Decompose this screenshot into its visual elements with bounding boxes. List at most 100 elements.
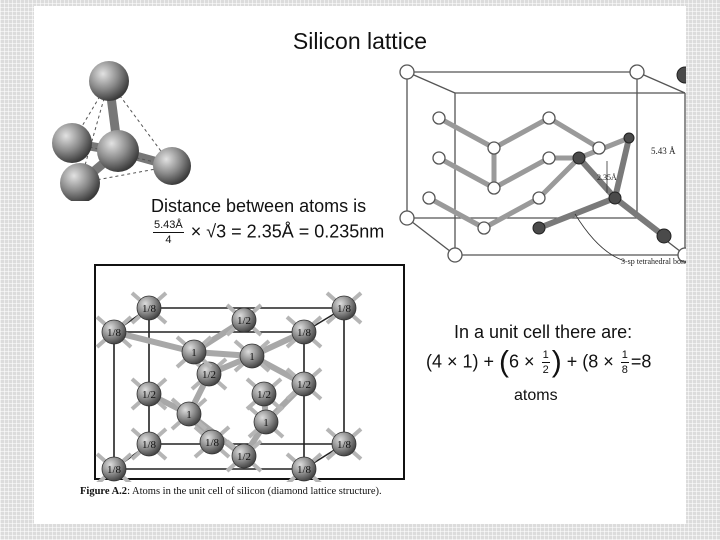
paren-open: ( xyxy=(499,345,510,379)
atom-fraction-label: 1/8 xyxy=(142,439,157,451)
lattice-atoms-dark xyxy=(532,66,686,244)
unit-cell-atom: 1/8 xyxy=(285,315,323,349)
atom-sphere xyxy=(181,339,207,365)
unit-cell-total: =8 xyxy=(630,351,652,372)
unit-cell-atom: 1 xyxy=(175,335,213,369)
face-fraction-num: 1 xyxy=(541,349,550,363)
figure-caption-text: : Atoms in the unit cell of silicon (dia… xyxy=(127,486,382,497)
distance-numerator: 5.43Å xyxy=(153,219,184,233)
atom-fraction-label: 1/8 xyxy=(107,464,122,476)
dimension-label: 5.43 Å xyxy=(651,146,676,156)
atom-sphere xyxy=(239,343,265,369)
atom-sphere xyxy=(199,429,225,455)
atom-left xyxy=(52,123,92,163)
distance-heading: Distance between atoms is xyxy=(151,196,367,216)
edge-fraction-den: 8 xyxy=(621,364,628,376)
paren-close: ) xyxy=(551,345,562,379)
atom-fraction-label: 1/2 xyxy=(202,369,216,381)
unit-cell-figure: 1/8 1/8 1/8 1/8 1/8 1/8 1/8 1/8 1/2 1/2 1/2 1/2 1/2 1… xyxy=(94,264,405,482)
atom-center xyxy=(97,130,139,172)
distance-result: × √3 = 2.35Å = 0.235nm xyxy=(190,221,385,242)
unit-cell-atom: 1/8 xyxy=(325,291,363,325)
lattice-bonds-dark xyxy=(536,135,667,239)
atom-fraction-label: 1/2 xyxy=(237,315,251,327)
atom-fraction-label: 1/8 xyxy=(142,303,157,315)
atom-fraction-label: 1/8 xyxy=(107,327,122,339)
face-term: 6 × xyxy=(509,351,540,372)
atom-sphere xyxy=(136,381,162,407)
atom-sphere xyxy=(253,409,279,435)
atom-sphere xyxy=(176,401,202,427)
unit-cell-atom: 1/2 xyxy=(130,377,168,411)
bond-callout-arrow xyxy=(574,213,626,262)
unit-cell-atom: 1/2 xyxy=(285,367,323,401)
slide-title: Silicon lattice xyxy=(292,28,428,54)
unit-cell-atom: 1/8 xyxy=(325,427,363,461)
atom-sphere xyxy=(331,431,357,457)
unit-cell-atom: 1/8 xyxy=(95,452,133,482)
unit-cell-atom: 1/2 xyxy=(225,303,263,337)
diamond-lattice-figure: 5.43 Å 2.35Å 3-sp tetrahedral bond xyxy=(399,64,686,266)
lattice-atoms-open xyxy=(399,64,686,263)
atom-sphere xyxy=(251,381,277,407)
atom-sphere xyxy=(101,319,127,345)
atom-fraction-label: 1 xyxy=(191,347,197,359)
atom-bottom xyxy=(60,163,100,201)
atom-sphere xyxy=(331,295,357,321)
atom-right xyxy=(153,147,191,185)
slide: Silicon lattice Distance xyxy=(34,6,686,524)
figure-caption-number: Figure A.2 xyxy=(80,486,128,497)
unit-cell-atoms: 1/8 1/8 1/8 1/8 1/8 1/8 1/8 1/8 1/2 1/2 1/2 1/2 1/2 1… xyxy=(95,291,363,482)
distance-denominator: 4 xyxy=(165,234,172,246)
face-fraction-den: 2 xyxy=(542,364,549,376)
atom-fraction-label: 1 xyxy=(263,417,269,429)
unit-cell-atom: 1/8 xyxy=(95,315,133,349)
unit-cell-atom: 1/2 xyxy=(225,439,263,473)
atom-fraction-label: 1 xyxy=(186,409,192,421)
unit-cell-atom: 1 xyxy=(233,339,271,373)
edge-fraction-num: 1 xyxy=(620,349,629,363)
atom-top xyxy=(89,61,129,101)
distance-fraction: 5.43Å 4 xyxy=(153,218,184,247)
unit-cell-cube xyxy=(113,307,345,470)
atom-fraction-label: 1/8 xyxy=(337,303,352,315)
unit-cell-atom: 1/8 xyxy=(130,427,168,461)
atom-fraction-label: 1/8 xyxy=(337,439,352,451)
bond-callout-label: 3-sp tetrahedral bond xyxy=(621,257,686,266)
unit-cell-bond xyxy=(111,329,197,355)
unit-cell-atom: 1 xyxy=(170,397,208,431)
unit-cell-atom: 1/8 xyxy=(193,425,231,459)
bond-length-label: 2.35Å xyxy=(597,173,617,182)
distance-equation: 5.43Å 4 × √3 = 2.35Å = 0.235nm xyxy=(151,218,384,247)
atom-fraction-label: 1/8 xyxy=(297,327,312,339)
unit-cell-atom: 1/2 xyxy=(245,377,283,411)
atom-sphere xyxy=(291,456,317,482)
atom-sphere xyxy=(136,431,162,457)
atom-fraction-label: 1/2 xyxy=(257,389,271,401)
atom-fraction-label: 1/2 xyxy=(142,389,156,401)
unit-cell-atom: 1/8 xyxy=(285,452,323,482)
atom-sphere xyxy=(196,361,222,387)
edge-term: + (8 × xyxy=(561,351,619,372)
atom-sphere xyxy=(291,371,317,397)
atom-fraction-label: 1/8 xyxy=(205,437,220,449)
tetrahedron-model xyxy=(52,61,191,201)
atom-fraction-label: 1/2 xyxy=(237,451,251,463)
figure-caption: Figure A.2: Atoms in the unit cell of si… xyxy=(80,486,382,497)
atom-fraction-label: 1 xyxy=(249,351,255,363)
atom-fraction-label: 1/2 xyxy=(297,379,311,391)
atom-sphere xyxy=(136,295,162,321)
atom-sphere xyxy=(231,307,257,333)
unit-cell-atom: 1/8 xyxy=(130,291,168,325)
corner-term: (4 × 1) + xyxy=(426,351,500,372)
unit-cell-atom: 1 xyxy=(247,405,285,439)
atom-fraction-label: 1/8 xyxy=(297,464,312,476)
unit-cell-frame xyxy=(94,264,405,480)
atom-sphere xyxy=(101,456,127,482)
cube-edges xyxy=(406,71,686,256)
atom-sphere xyxy=(291,319,317,345)
atom-sphere xyxy=(231,443,257,469)
